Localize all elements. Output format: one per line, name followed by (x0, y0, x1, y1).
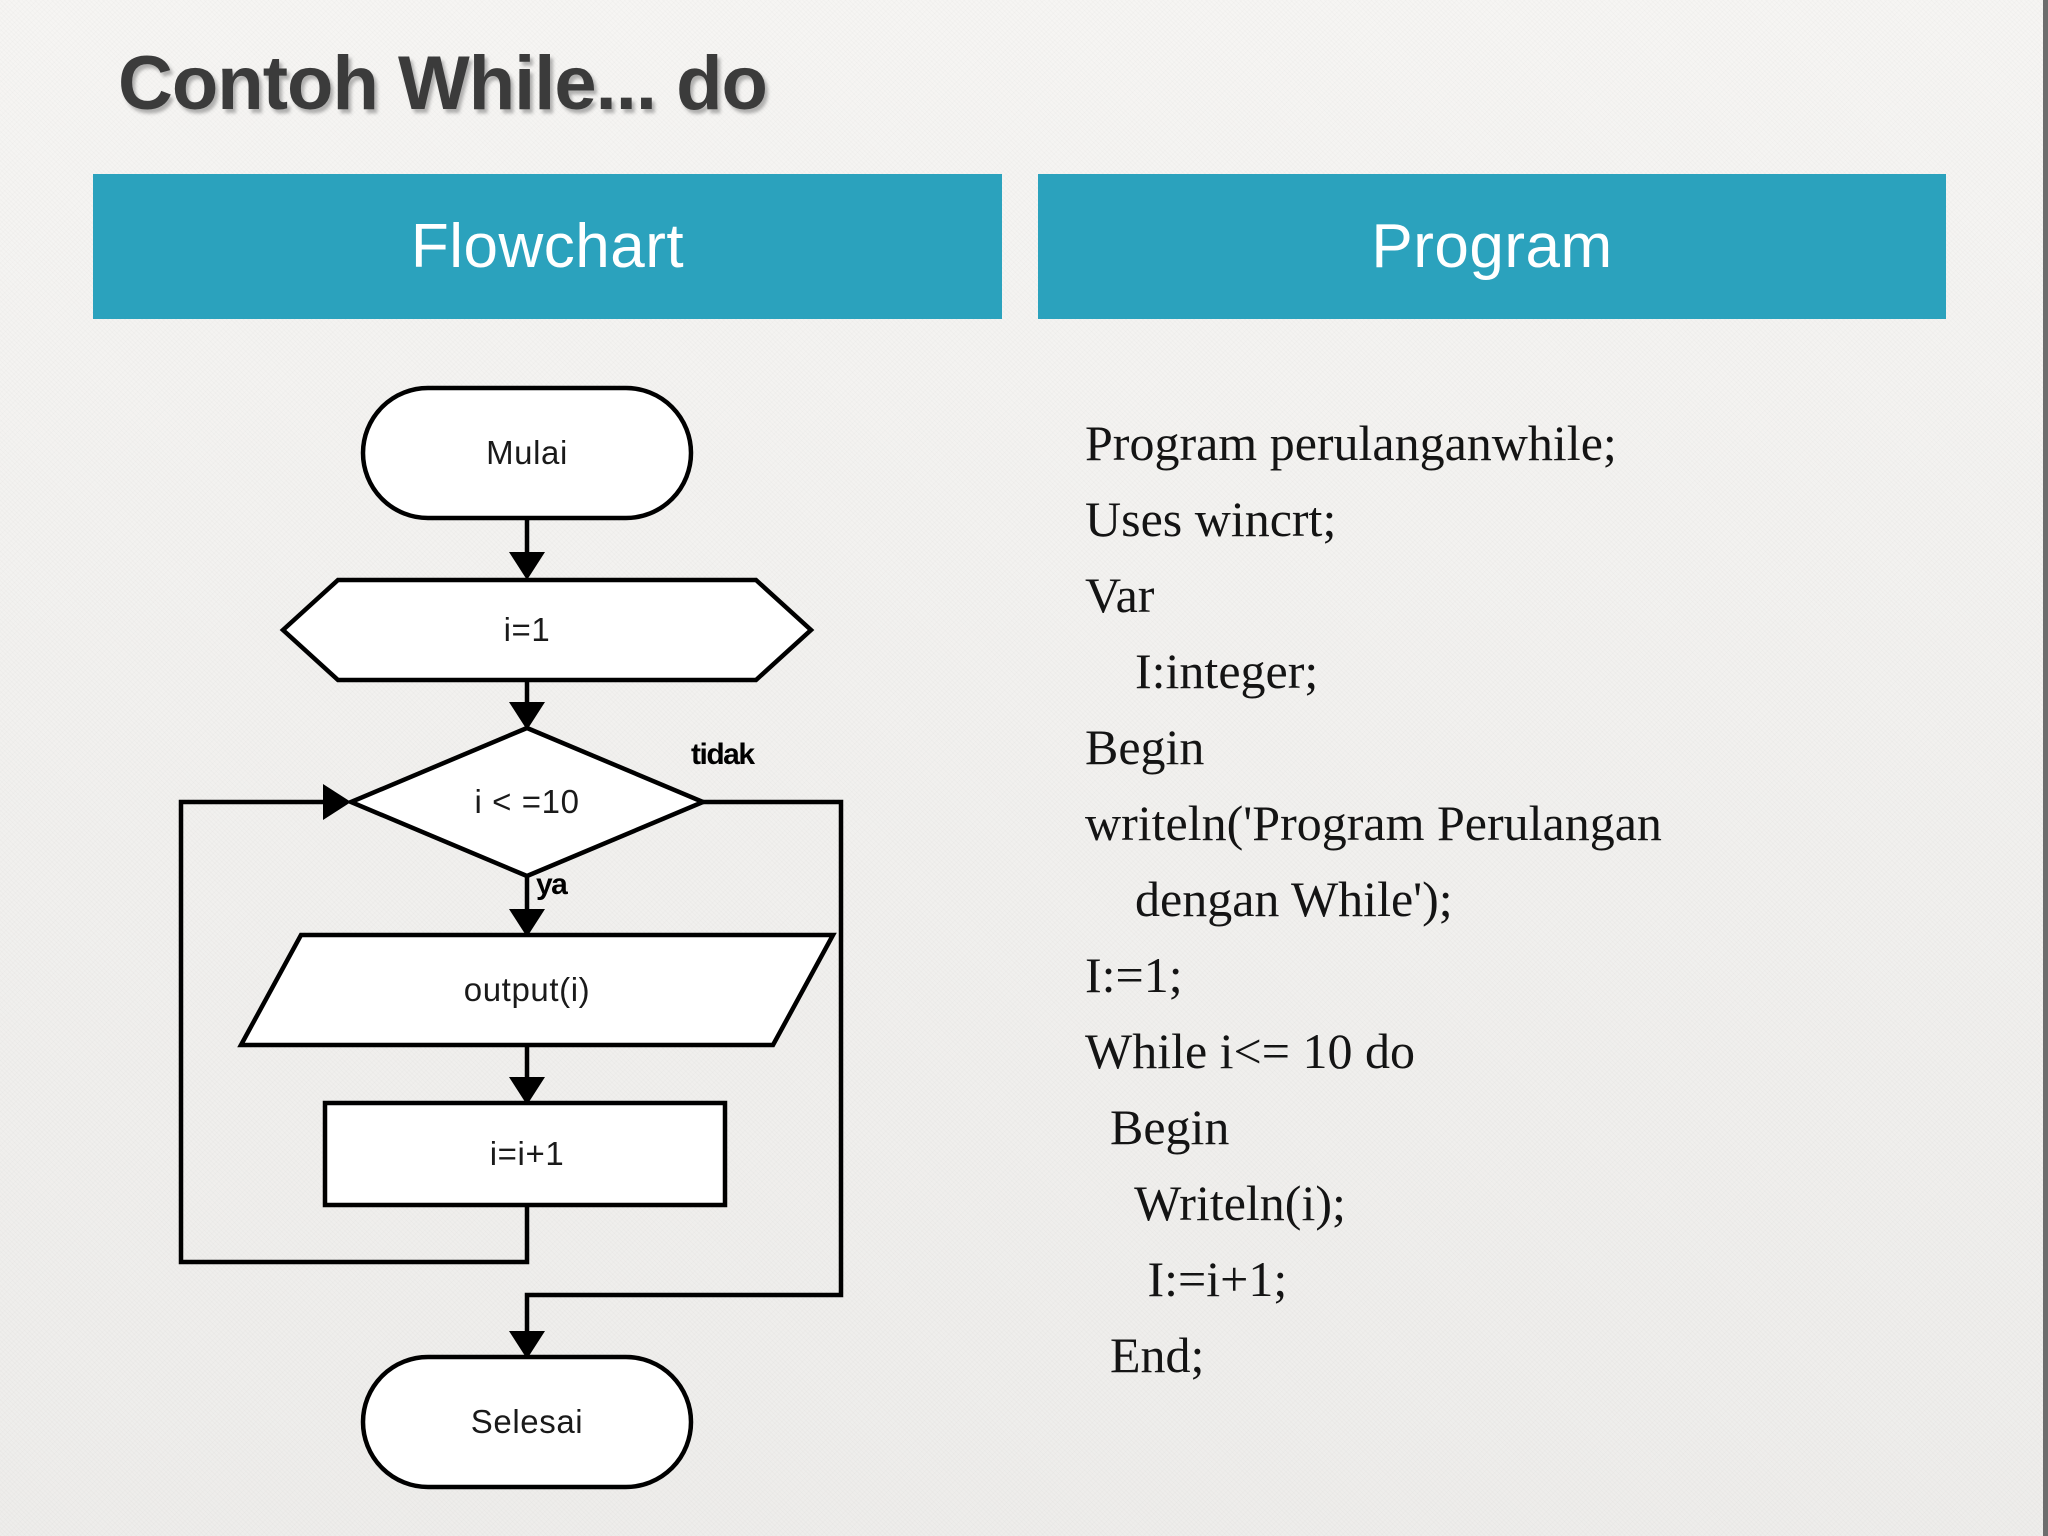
code-line: While i<= 10 do (1085, 1023, 1415, 1079)
code-line: I:=1; (1085, 947, 1183, 1003)
arrowhead-init (509, 552, 545, 580)
column-header-program: Program (1038, 174, 1946, 319)
node-label-increment: i=i+1 (489, 1135, 565, 1172)
connector-condition-end (524, 799, 844, 1347)
code-line: Uses wincrt; (1085, 491, 1337, 547)
flowchart-diagram: Mulai i=1 i < =10 output(i) i=i+1 Selesa… (93, 340, 1002, 1520)
connector-loopback (178, 799, 530, 1265)
code-line: Begin (1085, 719, 1205, 775)
node-shape-init (279, 577, 815, 683)
arrowhead-output (509, 909, 545, 937)
arrowhead-end (509, 1331, 545, 1359)
code-line: I:=i+1; (1085, 1251, 1288, 1307)
branch-label-no: tidak (691, 738, 755, 771)
arrowhead-increment (509, 1077, 545, 1105)
code-line: Var (1085, 567, 1155, 623)
column-header-program-label: Program (1371, 211, 1613, 281)
page-title: Contoh While... do (118, 41, 768, 126)
code-line: writeln('Program Perulangan (1085, 795, 1662, 851)
code-line: Begin (1085, 1099, 1230, 1155)
arrowheads (323, 552, 545, 1359)
arrowhead-condition (509, 702, 545, 730)
flowchart-svg (178, 385, 844, 1490)
code-line: Program perulanganwhile; (1085, 415, 1617, 471)
code-line: dengan While'); (1085, 871, 1453, 927)
code-line: End; (1085, 1327, 1205, 1383)
code-line: Writeln(i); (1085, 1175, 1346, 1231)
node-label-end: Selesai (470, 1403, 584, 1440)
node-label-start: Mulai (486, 434, 568, 471)
node-label-condition: i < =10 (474, 783, 580, 820)
program-code-block: Program perulanganwhile; Uses wincrt; Va… (1085, 405, 1955, 1393)
arrowhead-loopback (323, 784, 351, 820)
node-shape-increment (322, 1100, 728, 1208)
code-line: I:integer; (1085, 643, 1319, 699)
column-header-flowchart: Flowchart (93, 174, 1002, 319)
node-label-output: output(i) (463, 971, 591, 1008)
node-label-init: i=1 (503, 611, 551, 648)
column-header-flowchart-label: Flowchart (410, 211, 685, 281)
node-shape-output (237, 932, 837, 1048)
branch-label-yes: ya (536, 868, 568, 901)
